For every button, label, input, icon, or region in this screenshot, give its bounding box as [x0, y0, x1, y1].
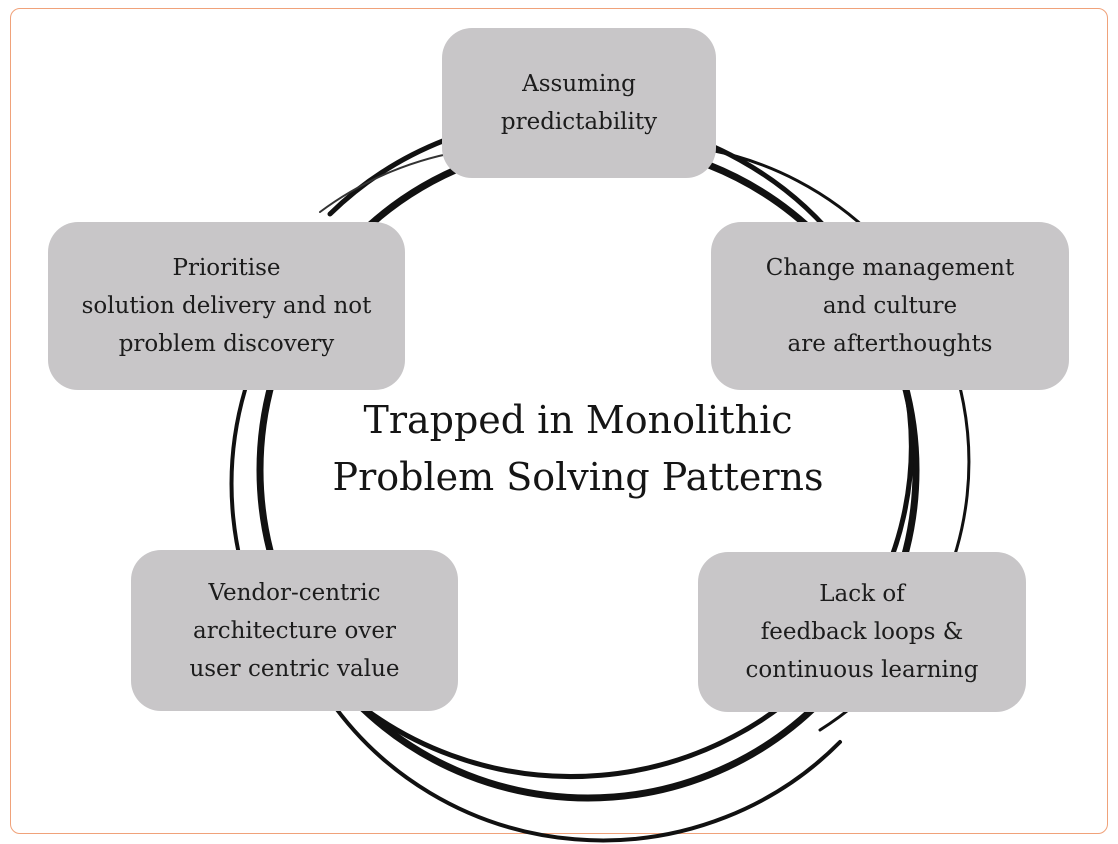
node-label: Change management and culture are aftert…: [765, 255, 1015, 357]
node-label: Lack of feedback loops & continuous lear…: [745, 581, 979, 683]
node-label: Vendor-centric architecture over user ce…: [189, 579, 400, 682]
node-prioritise-solution: Prioritise solution delivery and not pro…: [48, 222, 405, 390]
node-change-management: Change management and culture are aftert…: [711, 222, 1069, 390]
node-vendor-centric: Vendor-centric architecture over user ce…: [131, 550, 458, 711]
node-label: Assuming predictability: [500, 71, 658, 135]
diagram-title: Trapped in Monolithic Problem Solving Pa…: [332, 398, 824, 499]
node-feedback-loops: Lack of feedback loops & continuous lear…: [698, 552, 1026, 712]
node-label: Prioritise solution delivery and not pro…: [81, 255, 372, 357]
ring-stroke-lower: [328, 698, 842, 843]
node-assuming-predictability: Assuming predictability: [442, 28, 716, 178]
